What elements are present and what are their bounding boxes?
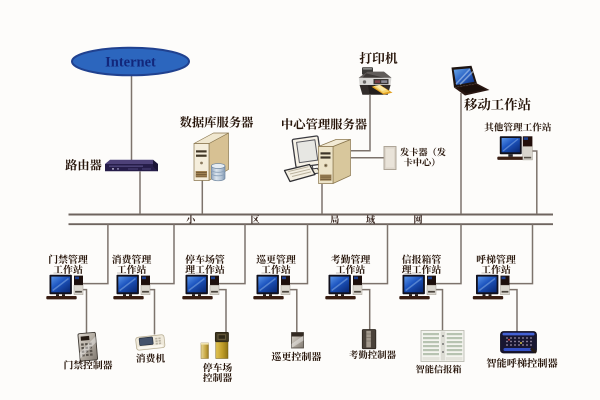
svg-text:Internet: Internet [105,55,156,71]
